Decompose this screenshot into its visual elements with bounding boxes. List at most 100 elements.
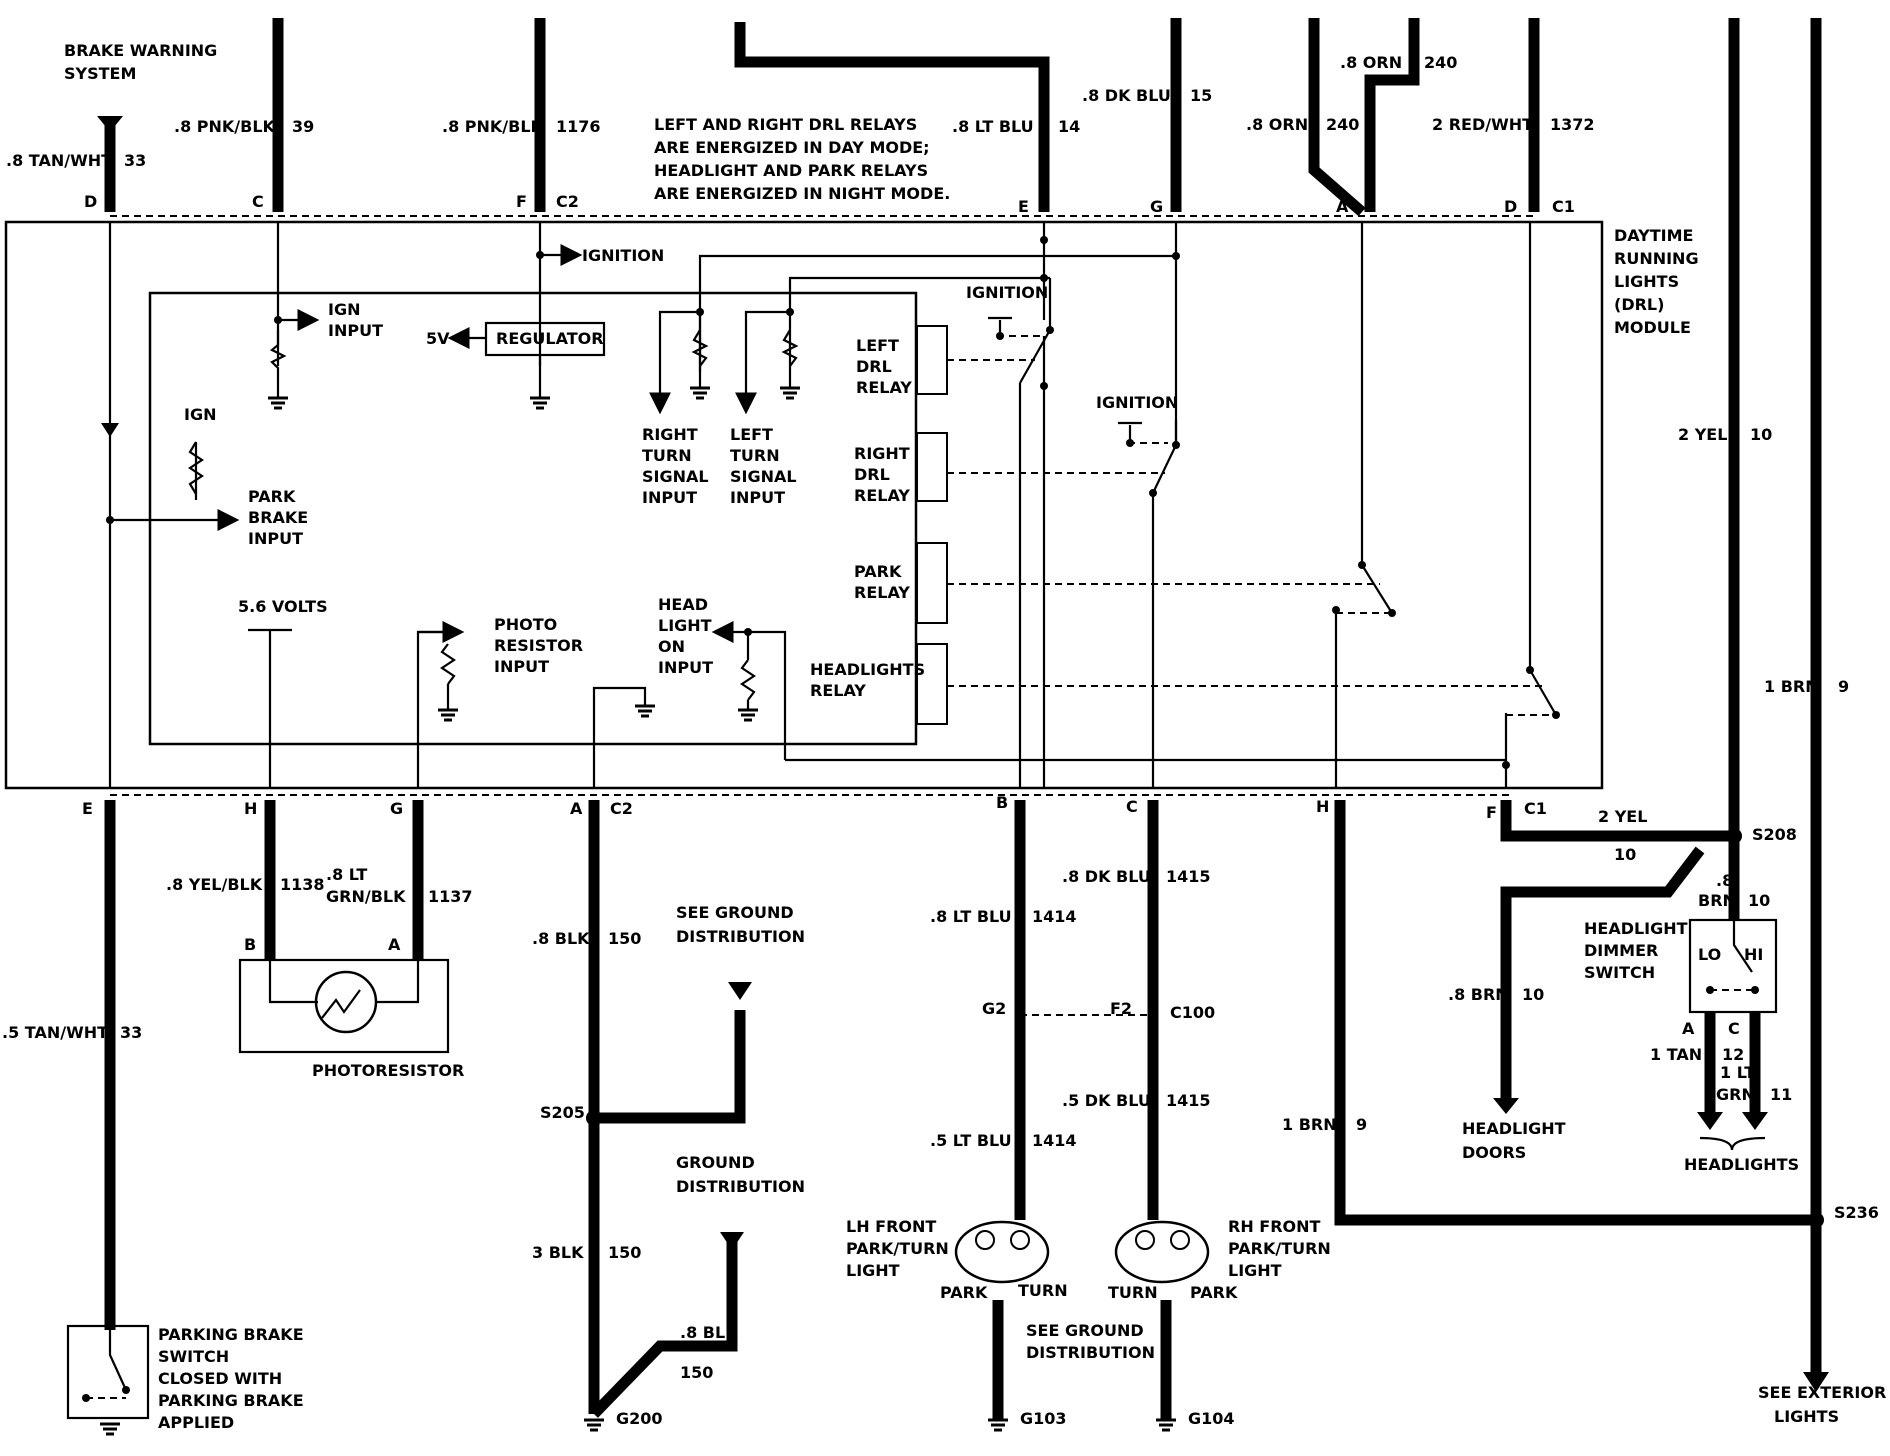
svg-text:HEADLIGHTS: HEADLIGHTS — [1684, 1155, 1799, 1174]
svg-text:.8 YEL/BLK: .8 YEL/BLK — [166, 875, 263, 894]
svg-text:HEADLIGHTS: HEADLIGHTS — [810, 660, 925, 679]
svg-text:A: A — [388, 935, 401, 954]
svg-text:H: H — [1316, 797, 1329, 816]
svg-text:CLOSED WITH: CLOSED WITH — [158, 1369, 282, 1388]
svg-text:SWITCH: SWITCH — [1584, 963, 1655, 982]
svg-text:INPUT: INPUT — [328, 321, 383, 340]
svg-text:IGN: IGN — [184, 405, 216, 424]
svg-text:DAYTIME: DAYTIME — [1614, 226, 1693, 245]
bottom-pin-labels: E H G A C2 B C H F C1 — [82, 793, 1547, 822]
svg-text:A: A — [1682, 1019, 1695, 1038]
svg-text:SIGNAL: SIGNAL — [642, 467, 709, 486]
bottom-wires — [104, 800, 1816, 1420]
svg-text:1414: 1414 — [1032, 907, 1077, 926]
svg-text:.8 BLK: .8 BLK — [680, 1323, 738, 1342]
svg-text:G: G — [1150, 197, 1163, 216]
svg-text:IGN: IGN — [328, 300, 360, 319]
svg-text:5.6 VOLTS: 5.6 VOLTS — [238, 597, 328, 616]
svg-text:1176: 1176 — [556, 117, 601, 136]
svg-text:150: 150 — [608, 1243, 641, 1262]
svg-text:39: 39 — [292, 117, 314, 136]
svg-text:B: B — [996, 793, 1008, 812]
svg-text:2 YEL: 2 YEL — [1678, 425, 1727, 444]
photoresistor-box — [238, 958, 450, 1054]
svg-text:1 BRN: 1 BRN — [1764, 677, 1819, 696]
svg-text:G200: G200 — [616, 1409, 663, 1428]
svg-text:240: 240 — [1326, 115, 1359, 134]
svg-text:.5 DK BLU: .5 DK BLU — [1062, 1091, 1151, 1110]
svg-text:BRAKE: BRAKE — [248, 508, 308, 527]
svg-text:10: 10 — [1522, 985, 1544, 1004]
svg-text:RIGHT: RIGHT — [854, 444, 910, 463]
svg-text:.8 LT: .8 LT — [326, 865, 367, 884]
note-line-4: ARE ENERGIZED IN NIGHT MODE. — [654, 184, 950, 203]
svg-text:SEE GROUND: SEE GROUND — [676, 903, 794, 922]
svg-text:3 BLK: 3 BLK — [532, 1243, 584, 1262]
svg-text:150: 150 — [608, 929, 641, 948]
svg-text:.8 BRN: .8 BRN — [1448, 985, 1509, 1004]
svg-text:E: E — [1018, 197, 1029, 216]
svg-text:1138: 1138 — [280, 875, 325, 894]
svg-text:15: 15 — [1190, 86, 1212, 105]
svg-text:LIGHT: LIGHT — [846, 1261, 900, 1280]
svg-text:TURN: TURN — [642, 446, 692, 465]
svg-text:.8 DK BLU: .8 DK BLU — [1062, 867, 1151, 886]
splice-and-ground-labels: S205 S208 S236 G2 F2 C100 G200 G103 G104 — [540, 825, 1879, 1428]
svg-text:LIGHTS: LIGHTS — [1614, 272, 1679, 291]
svg-text:LIGHT: LIGHT — [1228, 1261, 1282, 1280]
svg-text:LEFT: LEFT — [730, 425, 773, 444]
svg-text:.8 ORN: .8 ORN — [1340, 53, 1402, 72]
svg-text:REGULATOR: REGULATOR — [496, 329, 604, 348]
svg-text:.8 DK BLU: .8 DK BLU — [1082, 86, 1171, 105]
svg-text:SYSTEM: SYSTEM — [64, 64, 136, 83]
photoresistor-label: PHOTORESISTOR — [312, 1061, 464, 1080]
svg-text:C2: C2 — [610, 799, 633, 818]
svg-text:G103: G103 — [1020, 1409, 1067, 1428]
svg-text:RELAY: RELAY — [856, 378, 912, 397]
svg-text:GROUND: GROUND — [676, 1153, 755, 1172]
svg-text:PARKING BRAKE: PARKING BRAKE — [158, 1325, 304, 1344]
svg-text:.8 PNK/BLK: .8 PNK/BLK — [174, 117, 276, 136]
svg-text:INPUT: INPUT — [494, 657, 549, 676]
svg-text:C100: C100 — [1170, 1003, 1215, 1022]
svg-text:1414: 1414 — [1032, 1131, 1077, 1150]
svg-text:INPUT: INPUT — [248, 529, 303, 548]
svg-text:D: D — [84, 192, 97, 211]
svg-text:RH FRONT: RH FRONT — [1228, 1217, 1321, 1236]
svg-text:2 YEL: 2 YEL — [1598, 807, 1647, 826]
svg-text:DISTRIBUTION: DISTRIBUTION — [1026, 1343, 1155, 1362]
svg-text:H: H — [244, 799, 257, 818]
svg-text:.8: .8 — [1716, 871, 1733, 890]
svg-text:33: 33 — [124, 151, 146, 170]
drl-module-inner-box — [148, 291, 918, 746]
svg-text:F2: F2 — [1110, 999, 1132, 1018]
svg-text:S236: S236 — [1834, 1203, 1879, 1222]
svg-text:LO: LO — [1698, 945, 1721, 964]
svg-text:2 RED/WHT: 2 RED/WHT — [1432, 115, 1533, 134]
svg-text:INPUT: INPUT — [730, 488, 785, 507]
svg-text:BRN: BRN — [1698, 891, 1736, 910]
svg-text:SEE EXTERIOR: SEE EXTERIOR — [1758, 1383, 1886, 1402]
svg-text:SWITCH: SWITCH — [158, 1347, 229, 1366]
svg-text:BRAKE WARNING: BRAKE WARNING — [64, 41, 217, 60]
svg-text:.8 ORN: .8 ORN — [1246, 115, 1308, 134]
svg-text:DISTRIBUTION: DISTRIBUTION — [676, 1177, 805, 1196]
svg-text:RUNNING: RUNNING — [1614, 249, 1699, 268]
svg-text:ON: ON — [658, 637, 685, 656]
svg-text:DISTRIBUTION: DISTRIBUTION — [676, 927, 805, 946]
svg-text:IGNITION: IGNITION — [966, 283, 1048, 302]
svg-text:PARKING BRAKE: PARKING BRAKE — [158, 1391, 304, 1410]
svg-text:D: D — [1504, 197, 1517, 216]
svg-text:.8 TAN/WHT: .8 TAN/WHT — [6, 151, 112, 170]
reference-labels: SEE GROUND DISTRIBUTION GROUND DISTRIBUT… — [676, 903, 1886, 1426]
svg-text:IGNITION: IGNITION — [1096, 393, 1178, 412]
svg-text:RELAY: RELAY — [854, 583, 910, 602]
svg-text:PARK/TURN: PARK/TURN — [846, 1239, 949, 1258]
svg-text:HEAD: HEAD — [658, 595, 708, 614]
ground-symbols — [100, 1418, 1176, 1436]
svg-text:PARK: PARK — [248, 487, 296, 506]
note: LEFT AND RIGHT DRL RELAYS ARE ENERGIZED … — [654, 115, 950, 203]
svg-text:5V: 5V — [426, 329, 450, 348]
svg-text:LH FRONT: LH FRONT — [846, 1217, 936, 1236]
svg-text:PARK: PARK — [1190, 1283, 1238, 1302]
